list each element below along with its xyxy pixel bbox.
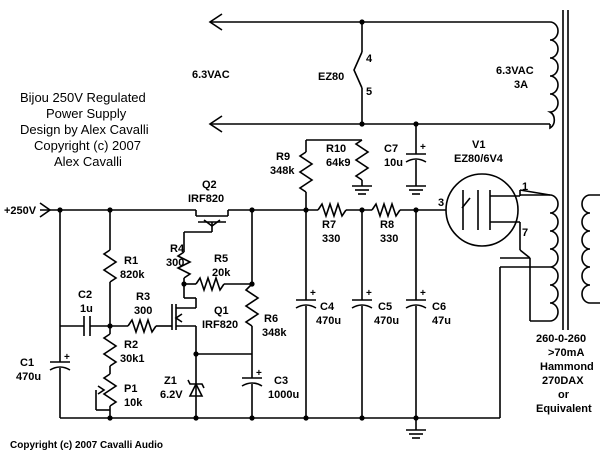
- heater-wiring: [208, 13, 550, 133]
- hv-bus: [39, 201, 500, 439]
- title-block: Bijou 250V Regulated Power Supply Design…: [20, 90, 149, 169]
- heater-left-label: 6.3VAC: [192, 69, 230, 81]
- footer-copyright: Copyright (c) 2007 Cavalli Audio: [10, 440, 163, 451]
- r7-ref: R7: [322, 219, 336, 231]
- r10-ref: R10: [326, 143, 346, 155]
- r3-ref: R3: [136, 291, 150, 303]
- r3-resistor: [110, 317, 172, 335]
- r9-r10-divider: +: [298, 124, 427, 210]
- r10-value: 64k9: [326, 157, 350, 169]
- transformer-line-1: 260-0-260: [536, 333, 586, 345]
- p1-value: 10k: [124, 397, 143, 409]
- title-line-1: Bijou 250V Regulated: [20, 90, 146, 105]
- transformer-line-6: Equivalent: [536, 403, 592, 415]
- c6-value: 47u: [432, 315, 451, 327]
- transformer-line-5: or: [558, 389, 570, 401]
- svg-text:+: +: [420, 142, 426, 153]
- r6-value: 348k: [262, 327, 287, 339]
- tube-heater-pin-a: 4: [366, 53, 373, 65]
- c1-ref: C1: [20, 357, 34, 369]
- z1-zener: [187, 379, 205, 418]
- r7-value: 330: [322, 233, 340, 245]
- title-line-2: Power Supply: [46, 106, 127, 121]
- r3-value: 300: [134, 305, 152, 317]
- c4-ref: C4: [320, 301, 335, 313]
- c2-ref: C2: [78, 289, 92, 301]
- p1-ref: P1: [124, 383, 137, 395]
- reservoir-caps: + + +: [295, 210, 427, 418]
- tube-pin-1: 1: [522, 181, 528, 193]
- r6-ref: R6: [264, 313, 278, 325]
- q1-ref: Q1: [214, 305, 229, 317]
- heater-right-voltage: 6.3VAC: [496, 65, 534, 77]
- r8-ref: R8: [380, 219, 394, 231]
- transformer-line-3: Hammond: [540, 361, 594, 373]
- svg-text:+: +: [366, 288, 372, 299]
- svg-text:+: +: [256, 368, 262, 379]
- q2-ref: Q2: [202, 179, 217, 191]
- r4-value: 300: [166, 257, 184, 269]
- z1-value: 6.2V: [160, 389, 183, 401]
- c4-value: 470u: [316, 315, 341, 327]
- transformer-line-2: >70mA: [548, 347, 584, 359]
- z1-ref: Z1: [164, 375, 177, 387]
- svg-text:+: +: [310, 288, 316, 299]
- rectifier-tube: [445, 173, 551, 259]
- r8-value: 330: [380, 233, 398, 245]
- c7-ref: C7: [384, 143, 398, 155]
- r4-ref: R4: [170, 243, 185, 255]
- r1-value: 820k: [120, 269, 145, 281]
- c2-value: 1u: [80, 303, 93, 315]
- transformer: [499, 10, 600, 418]
- q1-mosfet: [171, 284, 197, 380]
- c7-value: 10u: [384, 157, 403, 169]
- tube-heater-ref: EZ80: [318, 71, 344, 83]
- c3-value: 1000u: [268, 389, 299, 401]
- tube-ref: V1: [472, 139, 485, 151]
- svg-text:+: +: [64, 352, 70, 363]
- q1-value: IRF820: [202, 319, 238, 331]
- c6-ref: C6: [432, 301, 446, 313]
- tube-type: EZ80/6V4: [454, 153, 504, 165]
- title-line-5: Alex Cavalli: [54, 154, 122, 169]
- c1-value: 470u: [16, 371, 41, 383]
- q2-value: IRF820: [188, 193, 224, 205]
- c5-ref: C5: [378, 301, 392, 313]
- r1-ref: R1: [124, 255, 138, 267]
- tube-pin-3: 3: [438, 197, 444, 209]
- c3-capacitor: +: [241, 354, 263, 418]
- c5-value: 470u: [374, 315, 399, 327]
- r9-value: 348k: [270, 165, 295, 177]
- r5-value: 20k: [212, 267, 231, 279]
- c2-capacitor: [60, 316, 110, 336]
- title-line-4: Copyright (c) 2007: [34, 138, 141, 153]
- r2-ref: R2: [124, 339, 138, 351]
- q2-mosfet: [183, 210, 229, 252]
- r1-r2-p1-divider: [95, 210, 118, 418]
- tube-heater-pin-b: 5: [366, 86, 372, 98]
- c3-ref: C3: [274, 375, 288, 387]
- output-label: +250V: [4, 205, 37, 217]
- r5-ref: R5: [214, 253, 228, 265]
- r2-value: 30k1: [120, 353, 144, 365]
- heater-right-current: 3A: [514, 79, 528, 91]
- transformer-line-4: 270DAX: [542, 375, 584, 387]
- title-line-3: Design by Alex Cavalli: [20, 122, 149, 137]
- r9-ref: R9: [276, 151, 290, 163]
- c1-capacitor: +: [49, 210, 71, 418]
- svg-text:+: +: [420, 288, 426, 299]
- tube-pin-7: 7: [522, 227, 528, 239]
- junction-dots: [57, 19, 419, 421]
